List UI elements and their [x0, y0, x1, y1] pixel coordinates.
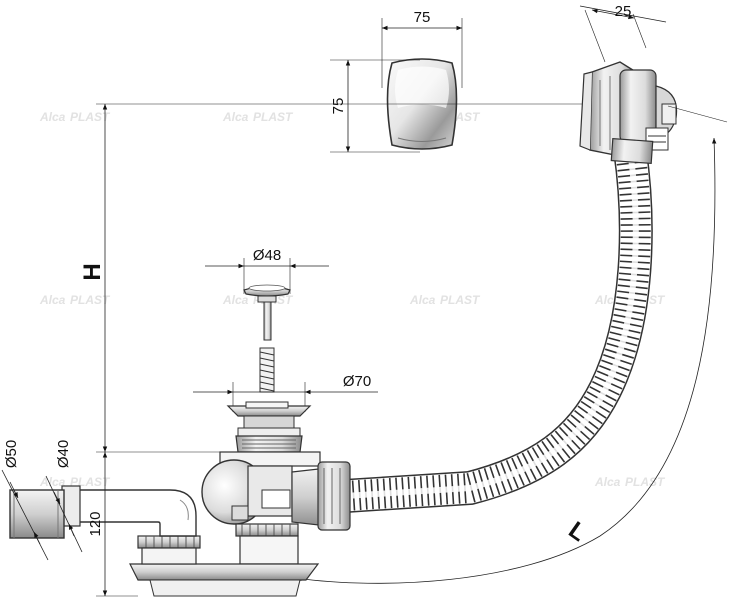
watermark-suffix: PLAST	[440, 293, 481, 307]
trap-height-label: 120	[87, 511, 104, 536]
button-height-label: 75	[330, 98, 347, 115]
plug-diameter-label: Ø48	[253, 247, 281, 264]
overflow-depth-dimension: 25	[579, 3, 667, 63]
button-width-label: 75	[414, 9, 431, 26]
watermark: Alca	[594, 475, 621, 489]
watermark: Alca	[39, 475, 66, 489]
watermark-suffix: PLAST	[625, 475, 666, 489]
outlet-inner-diameter-label: Ø40	[55, 440, 72, 468]
threaded-rod	[259, 347, 275, 393]
watermark: Alca	[222, 110, 249, 124]
height-dimension: H	[79, 103, 598, 453]
overflow-depth-label: 25	[615, 3, 632, 20]
outlet-dimensions: Ø50 Ø40 120	[1, 440, 138, 597]
watermark: Alca	[222, 293, 249, 307]
height-label: H	[79, 263, 106, 280]
watermark: Alca	[409, 293, 436, 307]
trap-body	[129, 451, 351, 597]
flexible-hose	[343, 147, 653, 513]
outlet-union	[137, 535, 201, 565]
hose-coupling-top	[610, 137, 654, 165]
overflow-button-view: 75 75	[330, 9, 463, 153]
outlet-outer-diameter-label: Ø50	[3, 440, 20, 468]
watermark-suffix: PLAST	[253, 110, 294, 124]
watermark-suffix: PLAST	[70, 110, 111, 124]
outlet-elbow	[9, 485, 197, 539]
length-label: L	[564, 517, 592, 548]
drain-flange: Ø70	[193, 373, 378, 453]
drain-plug: Ø48	[205, 247, 329, 341]
watermark: Alca	[39, 293, 66, 307]
drain-diameter-label: Ø70	[343, 373, 371, 390]
watermark-suffix: PLAST	[70, 293, 111, 307]
watermark: Alca	[39, 110, 66, 124]
